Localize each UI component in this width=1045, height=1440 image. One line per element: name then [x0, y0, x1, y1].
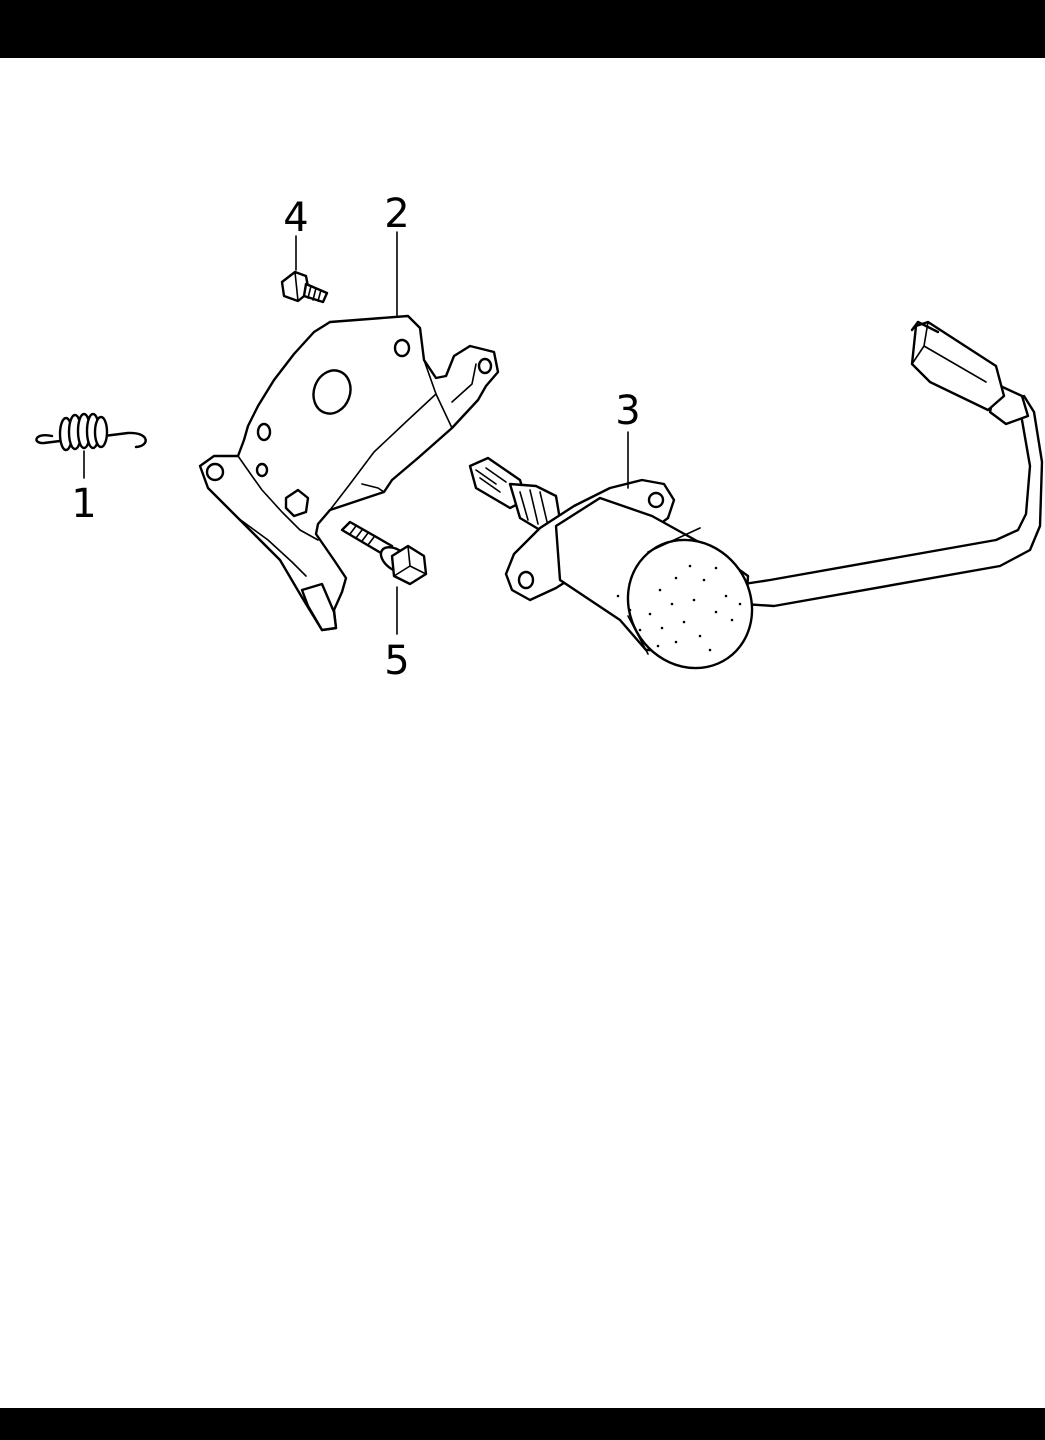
- callout-5: 5: [384, 638, 409, 684]
- bottom-black-bar: [0, 1408, 1045, 1440]
- part-1-spring: [36, 414, 145, 450]
- part-4-screw: [282, 272, 327, 302]
- callout-3: 3: [615, 388, 640, 434]
- part-3-solenoid: [470, 322, 1042, 692]
- callout-4: 4: [283, 195, 308, 241]
- part-5-bolt: [342, 522, 426, 584]
- callout-2: 2: [384, 191, 409, 237]
- part-2-bracket: [200, 316, 498, 630]
- callout-1: 1: [71, 481, 96, 527]
